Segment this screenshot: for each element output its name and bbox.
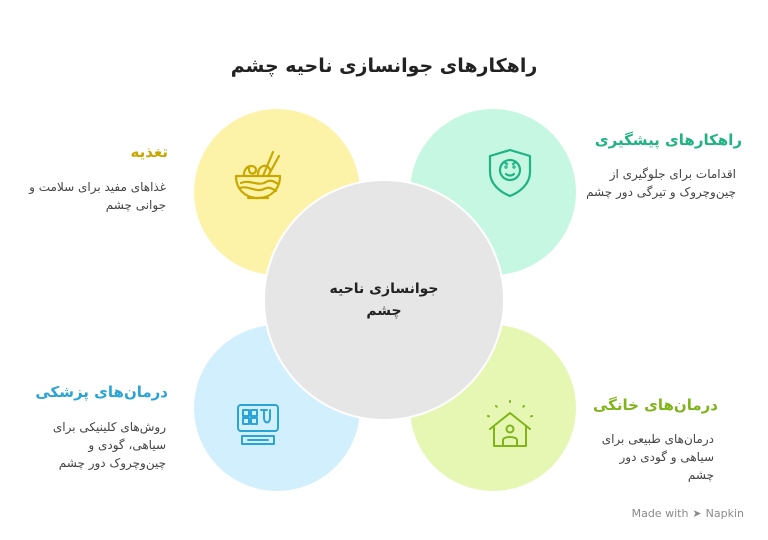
home-description: درمان‌های طبیعی برای سیاهی و گودی دور چش… — [601, 432, 714, 482]
medical-device-icon — [237, 404, 279, 445]
nutrition-description: غذاهای مفید برای سلامت و جوانی چشم — [29, 180, 166, 212]
noodle-bowl-icon — [234, 150, 282, 200]
home-person-icon — [487, 400, 533, 447]
napkin-logo-icon: ➤ — [692, 507, 702, 520]
prevention-heading: راهکارهای پیشگیری — [594, 131, 742, 149]
home-heading: درمان‌های خانگی — [592, 396, 718, 414]
shield-face-icon — [488, 148, 532, 198]
footer-brand: Napkin — [705, 507, 744, 520]
diagram-title: راهکارهای جوانسازی ناحیه چشم — [230, 55, 538, 77]
footer-text: Made with — [631, 507, 689, 520]
medical-description: روش‌های کلینیکی برای سیاهی، گودی و چین‌و… — [52, 420, 166, 470]
prevention-description: اقدامات برای جلوگیری از چین‌وچروک و تیرگ… — [586, 167, 736, 199]
nutrition-heading: تغذیه — [130, 143, 169, 161]
footer-watermark: Made with ➤ Napkin — [632, 507, 744, 520]
medical-heading: درمان‌های پزشکی — [35, 383, 168, 401]
center-label: جوانسازی ناحیه چشم — [329, 281, 439, 319]
center-circle — [263, 179, 505, 421]
